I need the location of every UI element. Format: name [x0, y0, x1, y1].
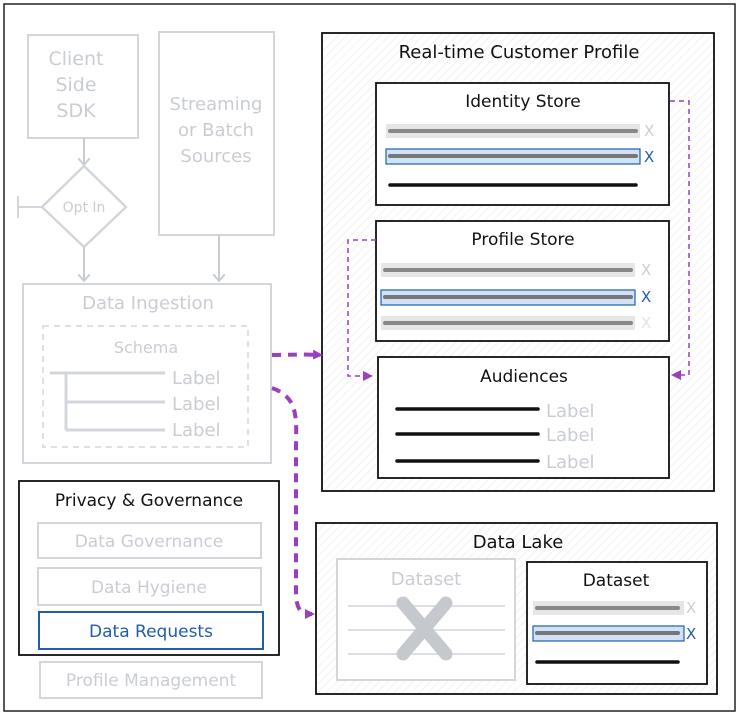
identity-row-2-x-icon[interactable]: X — [644, 148, 654, 166]
schema-tree — [50, 371, 165, 432]
streaming-line-3: Sources — [180, 146, 251, 167]
identity-row-1-x-icon: X — [644, 122, 654, 140]
profile-to-audiences-connector — [347, 239, 376, 381]
data-governance-button[interactable] — [37, 522, 262, 559]
profile-row-2-x-icon[interactable]: X — [641, 288, 651, 306]
profile-row-3-x-icon: X — [641, 314, 651, 332]
data-requests-label: Data Requests — [89, 622, 213, 642]
data-requests-button[interactable] — [38, 611, 264, 650]
rtcp-title: Real-time Customer Profile — [399, 42, 640, 63]
schema-field-label-3: Label — [172, 420, 221, 441]
data-hygiene-button[interactable] — [37, 567, 262, 606]
data-governance-label: Data Governance — [75, 532, 224, 552]
opt-in-label: Opt In — [63, 200, 106, 216]
streaming-batch-box — [158, 31, 275, 236]
data-hygiene-label: Data Hygiene — [91, 578, 207, 598]
schema-field-label-1: Label — [172, 368, 221, 389]
audience-row-3-label: Label — [546, 452, 595, 473]
identity-store-title: Identity Store — [465, 92, 581, 112]
data-ingestion-box — [22, 283, 272, 464]
streaming-line-2: or Batch — [178, 120, 254, 141]
faded-dataset-title: Dataset — [391, 569, 462, 590]
audiences-title: Audiences — [480, 367, 568, 387]
dataset-row-1-x-icon: X — [686, 599, 696, 617]
audience-row-2-label: Label — [546, 425, 595, 446]
data-ingestion-title: Data Ingestion — [82, 293, 214, 314]
outer-frame — [3, 3, 736, 712]
client-sdk-line-2: Side — [55, 74, 96, 96]
streaming-line-1: Streaming — [170, 94, 263, 115]
deleted-x-icon — [396, 596, 453, 661]
identity-to-audiences-connector — [670, 100, 690, 380]
client-sdk-line-3: SDK — [56, 100, 96, 122]
client-sdk-line-1: Client — [48, 48, 103, 70]
profile-management-button[interactable] — [39, 661, 263, 699]
schema-field-label-2: Label — [172, 394, 221, 415]
audiences-box — [377, 356, 670, 479]
privacy-governance-title: Privacy & Governance — [55, 491, 243, 511]
profile-store-title: Profile Store — [471, 230, 574, 250]
dataset-title: Dataset — [583, 571, 650, 591]
profile-management-label: Profile Management — [66, 671, 237, 691]
data-lake-title: Data Lake — [473, 532, 564, 553]
ingestion-to-datalake-arrow — [271, 386, 315, 619]
profile-row-1-x-icon: X — [641, 261, 651, 279]
schema-box — [42, 325, 249, 448]
dataset-row-2-x-icon[interactable]: X — [686, 625, 696, 643]
audience-row-1-label: Label — [546, 401, 595, 422]
schema-label: Schema — [114, 338, 178, 357]
